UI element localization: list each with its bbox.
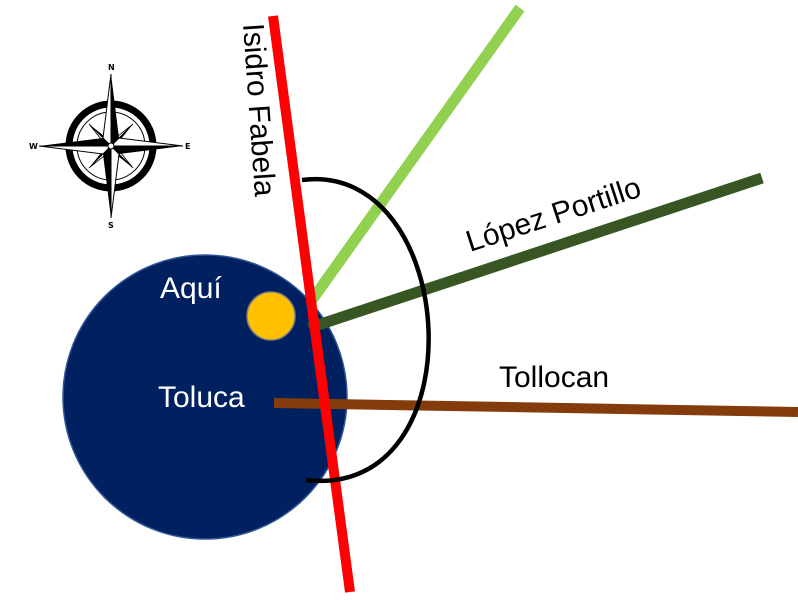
compass-south: S [108, 221, 114, 230]
lopez-portillo-road [307, 172, 764, 334]
zone-arc [301, 177, 431, 483]
city-label: Toluca [158, 381, 245, 414]
here-label: Aquí [160, 272, 222, 305]
tollocan-road [273, 398, 798, 417]
here-marker [246, 291, 296, 341]
tollocan-label: Tollocan [499, 361, 609, 394]
compass-east: E [185, 142, 190, 151]
compass-north: N [108, 63, 115, 72]
light-green-road [307, 4, 525, 304]
isidro-fabela-road [268, 15, 355, 593]
compass-rose-icon: N S E W [29, 63, 190, 230]
compass-west: W [29, 142, 38, 151]
